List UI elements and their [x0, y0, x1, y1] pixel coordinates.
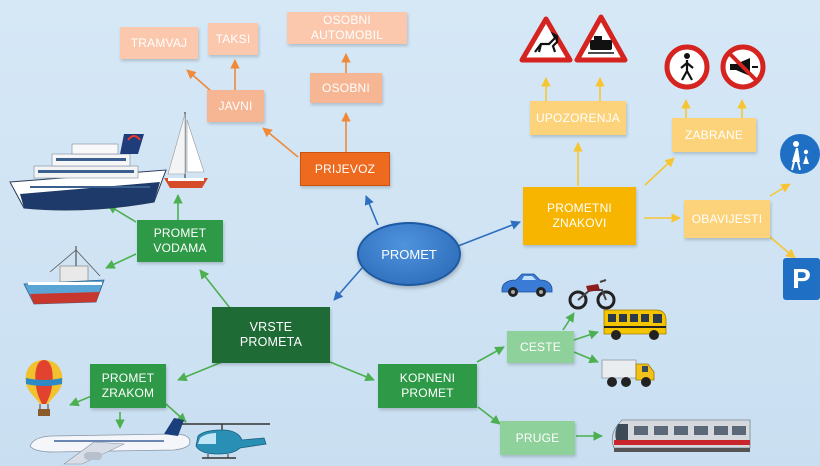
airplane-icon: [29, 418, 191, 465]
vrste-prometa-node[interactable]: VRSTE PROMETA: [212, 307, 330, 363]
motorcycle-icon: [568, 279, 616, 310]
deer-warning-sign-icon: [519, 16, 573, 63]
sailboat-icon: [164, 112, 208, 188]
tramvaj-node[interactable]: TRAMVAJ: [120, 27, 198, 59]
prometni-znakovi-node[interactable]: PROMETNI ZNAKOVI: [523, 187, 636, 245]
cruise-ship-icon: [9, 134, 167, 211]
fishing-boat-icon: [23, 246, 105, 305]
osobni-automobil-node[interactable]: OSOBNI AUTOMOBIL: [287, 12, 407, 44]
pruge-node[interactable]: PRUGE: [500, 421, 575, 455]
dump-truck-icon: [601, 359, 655, 387]
ceste-node[interactable]: CESTE: [507, 331, 574, 363]
school-bus-icon: [603, 309, 667, 340]
pedestrian-crossing-sign-icon: [780, 134, 820, 174]
promet-center-node[interactable]: PROMET: [357, 222, 461, 286]
arrow-promet-prijevoz: [364, 195, 379, 226]
train-icon: [611, 419, 751, 452]
osobni-node[interactable]: OSOBNI: [310, 73, 382, 103]
no-horn-sign-icon: [720, 44, 766, 90]
promet-zrakom-node[interactable]: PROMET ZRAKOM: [90, 364, 166, 408]
train-warning-sign-icon: [574, 14, 628, 63]
arrow-promet-znakovi: [457, 220, 521, 247]
obavijesti-node[interactable]: OBAVIJESTI: [684, 200, 770, 238]
promet-vodama-node[interactable]: PROMET VODAMA: [137, 220, 223, 262]
javni-node[interactable]: JAVNI: [207, 90, 264, 122]
parking-sign-letter: P: [792, 263, 811, 294]
no-pedestrians-sign-icon: [664, 44, 710, 90]
kopneni-promet-node[interactable]: KOPNENI PROMET: [378, 364, 477, 408]
upozorenja-node[interactable]: UPOZORENJA: [530, 101, 626, 135]
hot-air-balloon-icon: [25, 360, 63, 416]
convertible-car-icon: [501, 273, 553, 297]
taksi-node[interactable]: TAKSI: [208, 23, 258, 55]
parking-sign-icon: P: [783, 258, 820, 300]
prijevoz-node[interactable]: PRIJEVOZ: [300, 152, 390, 186]
helicopter-icon: [182, 423, 270, 459]
arrow-promet-vrste: [333, 267, 363, 301]
zabrane-node[interactable]: ZABRANE: [672, 118, 756, 152]
